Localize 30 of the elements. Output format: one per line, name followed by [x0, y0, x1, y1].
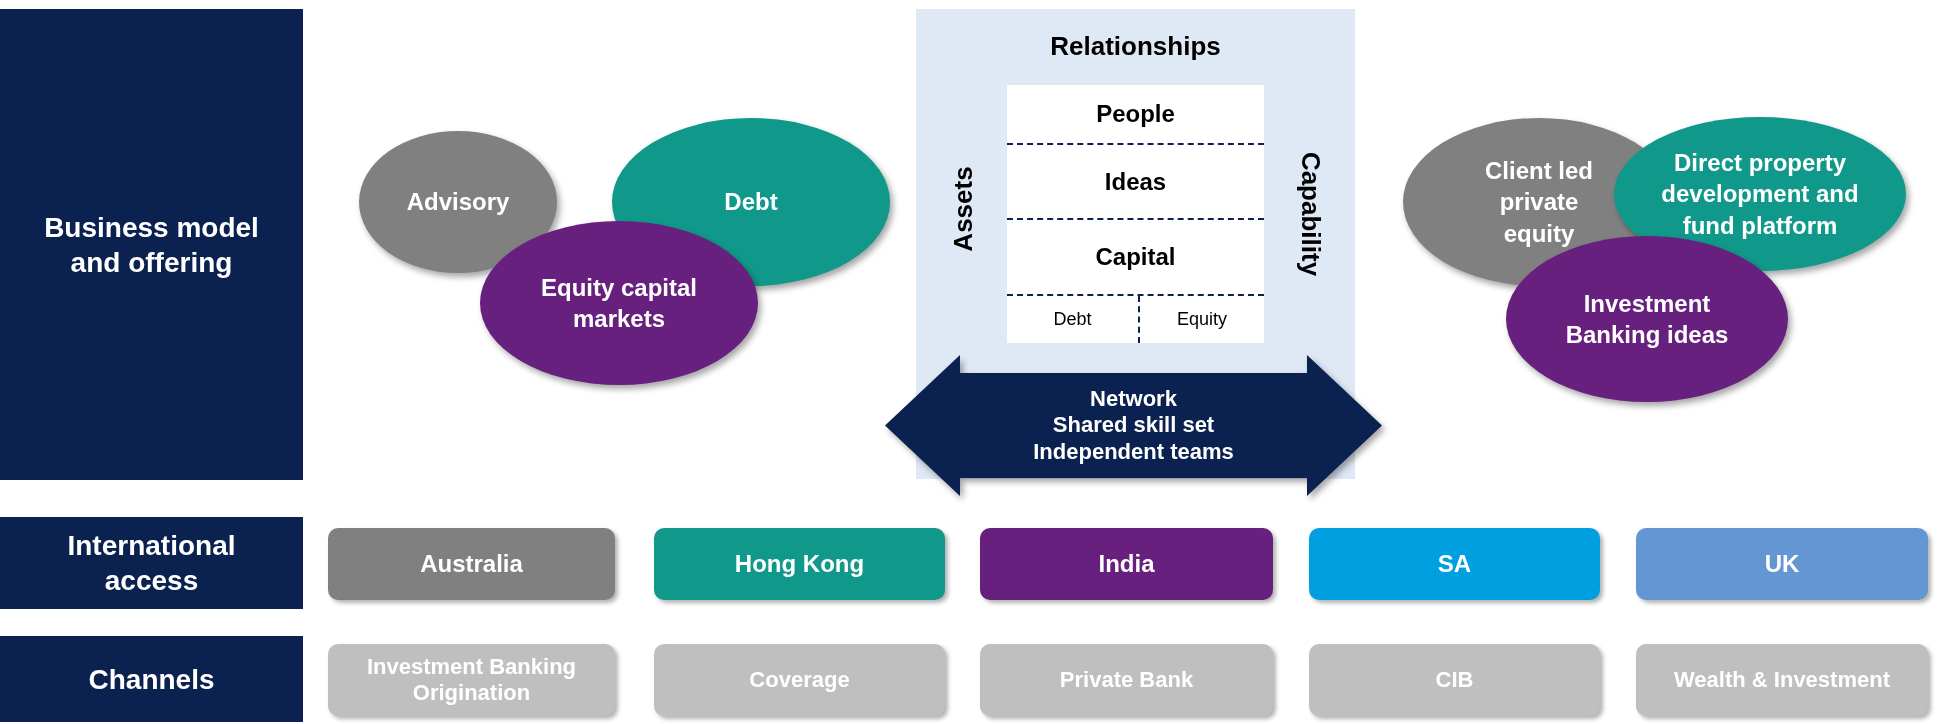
cell-label: Capital — [1095, 243, 1176, 271]
row-heading-panel: Business model and offering — [0, 9, 303, 480]
ellipse-label: Direct property development and fund platform — [1660, 148, 1860, 241]
cell-label: Ideas — [1104, 167, 1167, 196]
row-heading-panel: Channels — [0, 636, 303, 722]
rounded-box: SA — [1309, 528, 1600, 600]
rounded-box: Coverage — [654, 644, 945, 716]
rounded-box: Private Bank — [980, 644, 1273, 716]
cell-label: Debt — [1053, 309, 1092, 330]
ellipse-label: Client led private equity — [1484, 156, 1594, 249]
row-heading-panel: International access — [0, 517, 303, 609]
panel-heading: Relationships — [1049, 31, 1222, 62]
rounded-box: CIB — [1309, 644, 1600, 716]
ellipse-label: Debt — [724, 187, 778, 218]
arrow-label: Network — [1090, 385, 1177, 413]
rounded-box: Hong Kong — [654, 528, 945, 600]
cell-label: People — [1096, 100, 1175, 128]
ellipse-label: Investment Banking ideas — [1564, 288, 1730, 350]
rounded-box: Wealth & Investment — [1636, 644, 1928, 716]
arrow-label: Shared skill set — [1052, 412, 1215, 439]
side-label: Capability — [1294, 151, 1326, 277]
rounded-box: Australia — [328, 528, 615, 600]
ellipse-label: Advisory — [406, 187, 510, 218]
rounded-box: India — [980, 528, 1273, 600]
cell-label: Equity — [1177, 309, 1227, 330]
rounded-box: Investment Banking Origination — [328, 644, 615, 716]
arrow-label: Independent teams — [1033, 438, 1234, 466]
ellipse-label: Equity capital markets — [539, 272, 698, 334]
rounded-box: UK — [1636, 528, 1928, 600]
side-label: Assets — [947, 166, 979, 252]
